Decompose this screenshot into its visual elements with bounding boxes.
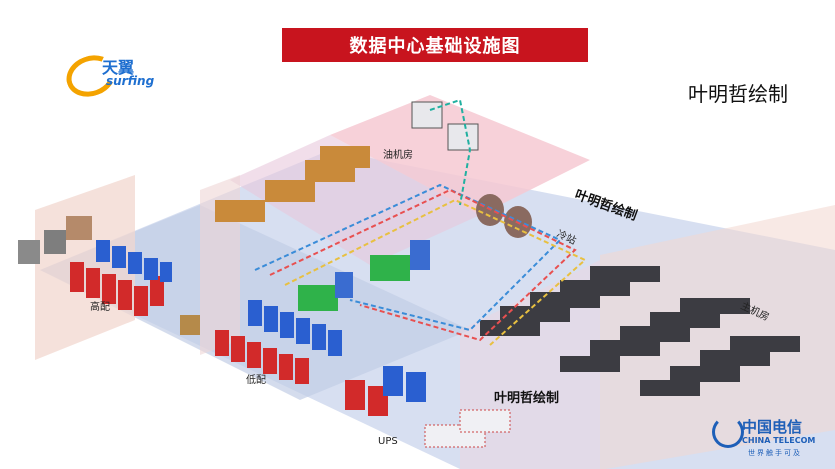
- oil-room-zone: [230, 135, 480, 265]
- telecom-mark-icon: [712, 416, 744, 448]
- label-ups: UPS: [378, 436, 398, 447]
- low-voltage-cabinets: [180, 300, 342, 384]
- server-racks: [480, 266, 800, 396]
- label-low-voltage: 低配: [246, 373, 266, 386]
- diagram-title: 数据中心基础设施图: [282, 28, 588, 62]
- label-high-voltage: 高配: [90, 300, 110, 313]
- author-credit: 叶明哲绘制: [688, 82, 788, 106]
- high-voltage-cabinets: [70, 240, 172, 316]
- watermark-bottom: 叶明哲绘制: [494, 390, 559, 406]
- pipes: [254, 98, 587, 346]
- transformer-group: [18, 216, 92, 264]
- oil-room-platform: [330, 95, 590, 215]
- tianyi-logo: 天翼 surfing: [60, 48, 166, 104]
- left-wall: [35, 175, 135, 360]
- water-chillers: [298, 240, 430, 311]
- ups-units: [345, 366, 511, 448]
- china-telecom-logo: 中国电信 CHINA TELECOM 世界触手可及: [708, 412, 818, 462]
- label-oil-room: 油机房: [383, 148, 413, 161]
- roof-chillers: [411, 101, 479, 151]
- diesel-generators: [215, 146, 370, 222]
